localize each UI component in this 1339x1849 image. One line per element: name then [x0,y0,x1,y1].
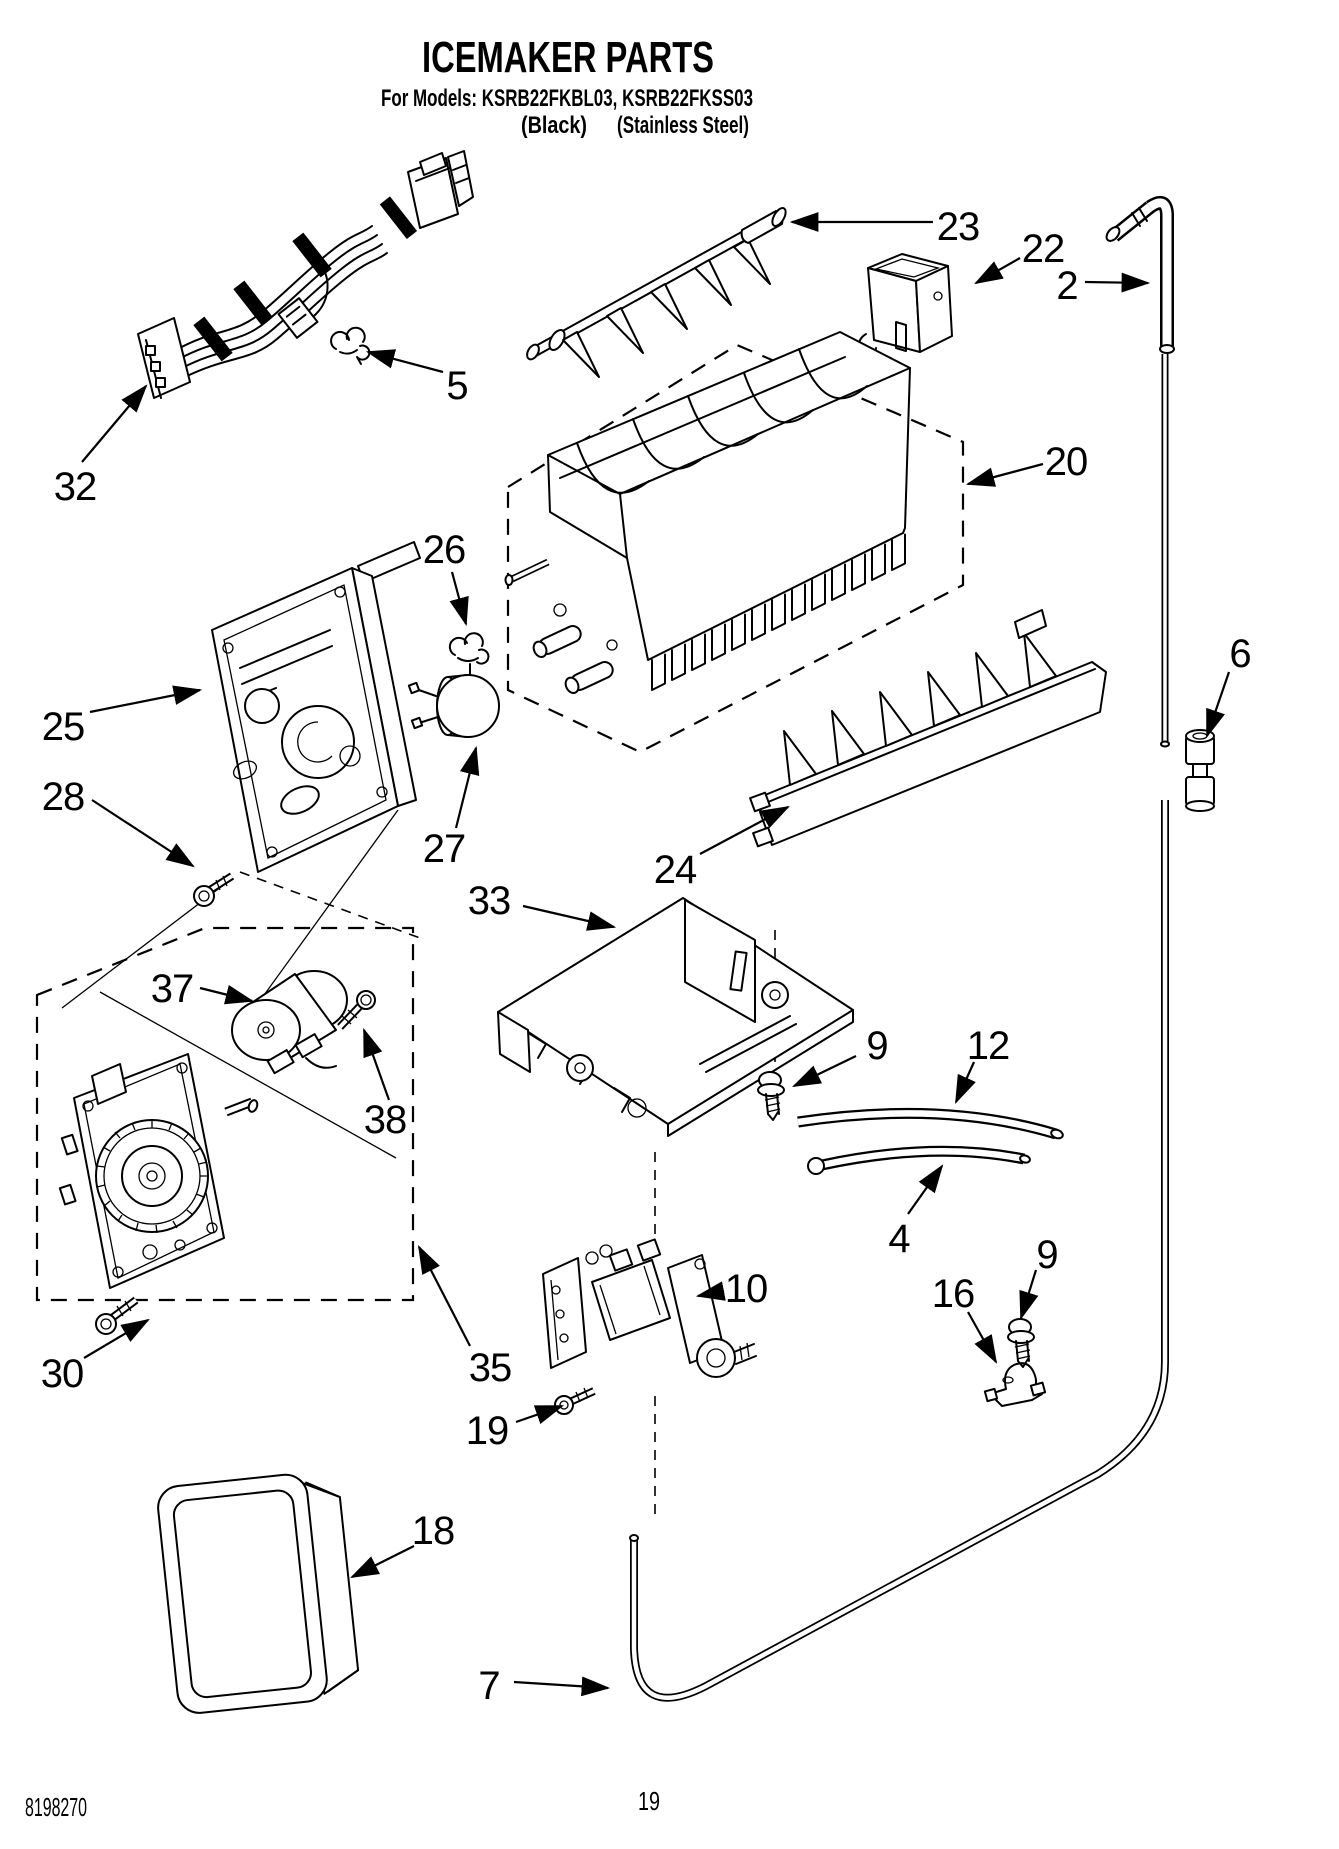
finish-black-label: (Black) [521,112,587,139]
models-line: For Models: KSRB22FKBL03, KSRB22FKSS03 [381,85,753,112]
callout-label-32: 32 [54,465,97,509]
callout-22-arrow [974,257,1021,285]
callout-33-arrow [522,904,617,931]
part-4-hose-drawing [807,1145,1031,1175]
callout-2-arrow [1084,272,1151,293]
page-number: 19 [638,1786,660,1816]
callout-label-12: 12 [967,1024,1010,1068]
callout-label-2: 2 [1056,264,1077,308]
callout-labels: 32 5 23 22 2 20 26 25 28 27 33 24 6 9 12… [41,205,1252,1708]
callout-18-arrow [350,1545,415,1578]
callout-label-23: 23 [937,205,980,249]
callout-24-arrow [699,805,790,855]
callout-12-arrow [954,1061,976,1105]
callout-9-upper-arrow [792,1055,857,1087]
callout-20-arrow [965,462,1044,487]
finish-stainless-label: (Stainless Steel) [617,112,749,139]
callout-28-arrow [91,799,195,868]
projection-line [99,991,397,1159]
callout-30-arrow [83,1318,150,1359]
part-38-screw-drawing [337,990,376,1030]
callout-19-arrow [515,1404,565,1425]
projection-line [245,809,399,1021]
document-number: 8198270 [25,1792,87,1822]
part-30-screw-drawing [95,1296,139,1335]
callout-label-33: 33 [468,879,511,923]
part-35-gear-plate-drawing [58,1053,259,1289]
callout-label-9-upper: 9 [866,1024,887,1068]
part-37-drive-motor-drawing [231,970,348,1075]
part-25-module-housing-drawing [211,541,421,873]
callout-label-38: 38 [364,1098,407,1142]
part-12-hose-drawing [797,1107,1064,1140]
part-9-screw-upper-drawing [757,1071,785,1121]
part-26-clip-drawing [448,632,490,677]
callout-26-arrow [449,571,469,627]
dashed-boundary-drive-module [35,926,415,1302]
header-block: ICEMAKER PARTS For Models: KSRB22FKBL03,… [381,33,753,139]
callout-label-5: 5 [446,364,467,408]
callout-7-arrow [513,1676,611,1697]
footer-block: 8198270 19 [25,1786,660,1822]
callout-32-arrow [81,384,148,463]
part-6-coupling-drawing [1185,729,1215,812]
part-9-screw-lower-drawing [1007,1318,1035,1368]
callout-label-6: 6 [1229,632,1250,676]
callout-label-18: 18 [412,1509,455,1553]
callout-25-arrow [89,685,203,714]
page-title: ICEMAKER PARTS [422,33,714,82]
callout-5-arrow [365,349,444,374]
gear-teeth [96,1120,208,1234]
callout-arrows [81,212,1231,1697]
callout-label-22: 22 [1022,227,1065,271]
callout-label-35: 35 [469,1346,512,1390]
part-10-water-valve-drawing [542,1238,757,1378]
callout-label-10: 10 [725,1267,768,1311]
part-5-clip-drawing [330,326,371,365]
part-24-ice-stripper-drawing [749,609,1107,848]
screw-28-axis-line [239,871,421,939]
part-22-bracket-drawing [857,253,953,362]
part-7-tube-drawing [629,800,1169,1702]
part-23-ejector-arm-drawing [526,206,787,378]
callout-label-19: 19 [466,1409,509,1453]
callout-label-25: 25 [42,705,85,749]
callout-label-37: 37 [151,967,194,1011]
callout-label-28: 28 [42,775,85,819]
part-33-shield-plate-drawing [497,897,854,1137]
callout-10-arrow [695,1281,726,1301]
part-20-ice-mold-drawing [504,331,911,694]
callout-16-arrow [967,1311,998,1364]
callout-37-arrow [199,984,255,1005]
part-32-wire-harness-drawing [137,150,474,399]
callout-label-30: 30 [41,1352,84,1396]
callout-label-4: 4 [888,1217,910,1261]
callout-label-27: 27 [423,827,466,871]
callout-38-arrow [362,1027,391,1101]
dashed-boundary-ice-mold [506,343,965,754]
callout-35-arrow [417,1245,471,1347]
callout-label-24: 24 [654,848,697,892]
callout-label-9-lower: 9 [1036,1233,1057,1277]
part-16-clamp-drawing [983,1362,1047,1407]
part-2-fill-tube-drawing [1105,195,1175,748]
part-28-screw-drawing [193,872,235,907]
part-18-cover-drawing [157,1473,360,1714]
part-19-screw-drawing [554,1387,596,1415]
callout-label-20: 20 [1045,440,1088,484]
callout-4-arrow [907,1164,944,1215]
callout-6-arrow [1205,671,1231,739]
callout-27-arrow [454,745,480,829]
callout-label-16: 16 [932,1272,975,1316]
callout-9-lower-arrow [1019,1269,1039,1321]
part-27-motor-drawing [407,674,500,738]
callout-label-7: 7 [478,1664,499,1708]
callout-label-26: 26 [423,528,466,572]
